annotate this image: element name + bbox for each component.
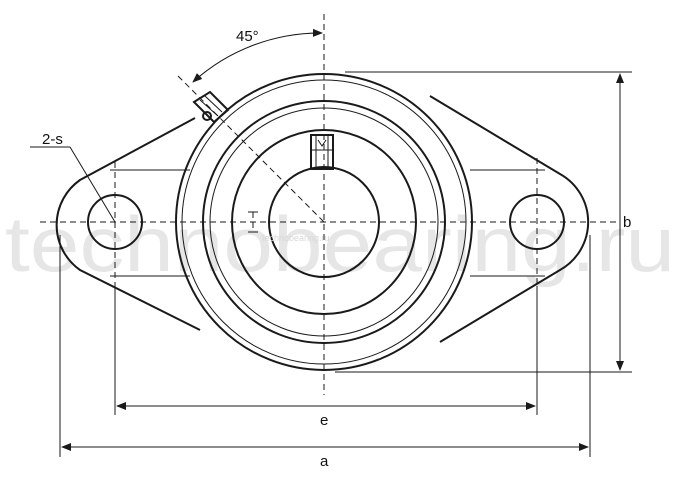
width-label: b: [623, 214, 631, 231]
grease-fitting: [192, 90, 230, 124]
watermark-small: technobearing.ru: [262, 233, 330, 243]
bolt-hole-leader: [30, 146, 116, 223]
angle-label: 45°: [236, 28, 259, 45]
dimension-b: [335, 71, 632, 373]
set-screw: [310, 134, 334, 170]
angle-arc: [192, 28, 323, 83]
bolt-holes-label: 2-s: [42, 131, 63, 148]
dimension-e: [114, 282, 538, 415]
flange-housing: [55, 95, 590, 343]
dimension-a: [59, 235, 591, 457]
overall-length-label: a: [320, 453, 329, 470]
bolt-spacing-label: e: [320, 412, 328, 429]
